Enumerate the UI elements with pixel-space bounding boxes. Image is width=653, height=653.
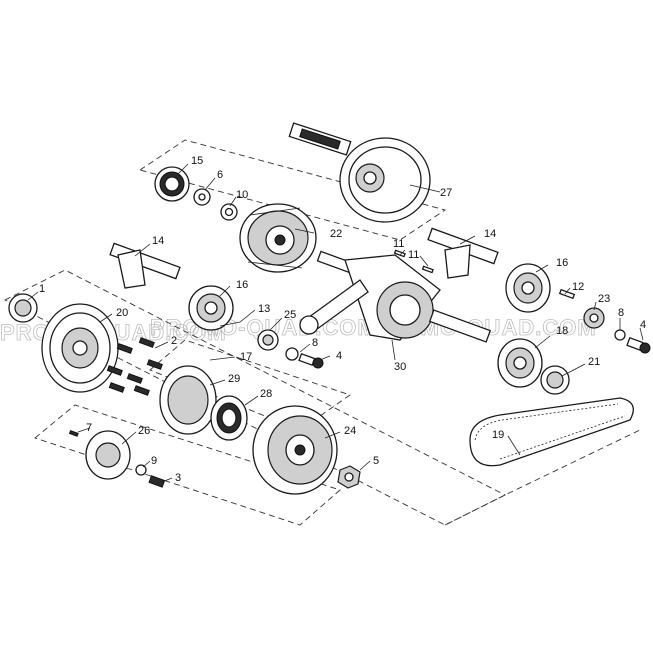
callout-16-right: 16: [556, 257, 568, 269]
starter-gear-20: [41, 303, 119, 393]
callout-28: 28: [260, 388, 272, 400]
callout-24: 24: [344, 425, 356, 437]
callout-4-right: 4: [640, 319, 646, 331]
key-12: [558, 288, 576, 300]
frame-lower-group: [34, 404, 341, 526]
crankshaft-30: [299, 250, 492, 343]
bolt-3: [148, 475, 166, 488]
callout-labels: 15 6 10 22 27 14 16 14 16 11 11 12 23 8 …: [39, 155, 646, 484]
washer-8-left: [285, 347, 299, 361]
callout-13: 13: [258, 303, 270, 315]
callout-29: 29: [228, 373, 240, 385]
callout-9: 9: [151, 455, 157, 467]
callout-20: 20: [116, 307, 128, 319]
bolt-4-left: [298, 352, 324, 369]
callout-6: 6: [217, 169, 223, 181]
leader-lines: [27, 163, 644, 483]
nut-5: [337, 465, 361, 489]
callout-18: 18: [556, 325, 568, 337]
callout-8-right: 8: [618, 307, 624, 319]
pin-7: [68, 430, 79, 437]
callout-1: 1: [39, 283, 45, 295]
callout-14-right: 14: [484, 228, 496, 240]
callout-27: 27: [440, 187, 452, 199]
frame-flywheel-group: [149, 339, 351, 431]
bearing-1: [8, 293, 38, 323]
gear-16-left: [188, 285, 234, 331]
callout-8-left: 8: [312, 337, 318, 349]
keys-11: [393, 249, 434, 274]
callout-4-left: 4: [336, 350, 342, 362]
callout-21: 21: [588, 356, 600, 368]
callout-2: 2: [171, 335, 177, 347]
flywheel-24: [252, 405, 338, 495]
balancer-shaft-right: [427, 227, 499, 279]
starter-cup-26: [85, 430, 131, 480]
gear-25: [257, 329, 279, 351]
bolts-2: [106, 337, 163, 396]
callout-25: 25: [284, 309, 296, 321]
gear-16-right: [505, 263, 551, 313]
sprocket-21: [540, 365, 570, 395]
callout-15: 15: [191, 155, 203, 167]
frame-clutch-group: [138, 139, 447, 241]
washer-23: [583, 307, 605, 329]
bolt-4-right: [626, 337, 651, 354]
clutch-bell-housing: [288, 122, 431, 223]
washer-9: [135, 464, 147, 476]
callout-26: 26: [138, 425, 150, 437]
callout-22: 22: [330, 228, 342, 240]
callout-3: 3: [175, 472, 181, 484]
washer-10: [220, 203, 238, 221]
callout-16-left: 16: [236, 279, 248, 291]
callout-17: 17: [240, 351, 252, 363]
callout-30: 30: [394, 361, 406, 373]
washer-6: [193, 188, 211, 206]
clutch-assembly-22: [239, 203, 317, 273]
callout-19: 19: [492, 429, 504, 441]
callout-11-left: 11: [393, 238, 404, 250]
chain-19: [469, 397, 634, 467]
one-way-clutch-28: [210, 395, 248, 441]
callout-23: 23: [598, 293, 610, 305]
callout-10: 10: [236, 189, 248, 201]
frame-chain-link: [444, 429, 641, 526]
callout-5: 5: [373, 455, 379, 467]
bearing-15: [154, 166, 190, 202]
balancer-shaft-left: [109, 242, 181, 289]
flywheel-plate-29: [159, 365, 217, 435]
callout-14-left: 14: [152, 235, 164, 247]
callout-7: 7: [86, 422, 92, 434]
washer-8-right: [614, 329, 626, 341]
callout-12: 12: [572, 281, 584, 293]
gear-18: [497, 338, 543, 388]
callout-11-right: 11: [408, 249, 419, 261]
